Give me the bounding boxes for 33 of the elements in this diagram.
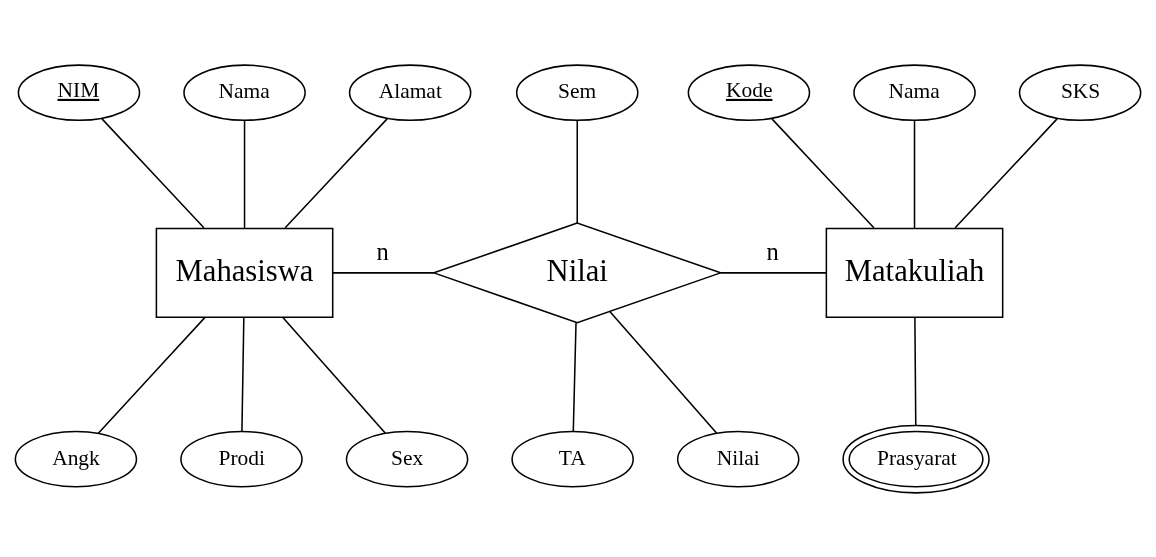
- connector: [101, 117, 205, 229]
- connector: [576, 119, 578, 224]
- node-ellipse: Nilai: [676, 430, 800, 487]
- connector: [572, 321, 577, 432]
- connector: [913, 119, 916, 229]
- node-ellipse: NIM: [17, 63, 141, 121]
- connector: [97, 316, 206, 434]
- node-ellipse: TA: [511, 430, 634, 487]
- node-ellipse: Angk: [14, 430, 138, 487]
- connector: [281, 316, 386, 434]
- connector: [332, 271, 435, 274]
- edge-label: n: [766, 237, 779, 265]
- node-ellipse: Alamat: [348, 63, 472, 121]
- node-box: Matakuliah: [825, 227, 1004, 318]
- node-ellipse: Nama: [183, 63, 306, 121]
- connector: [241, 316, 245, 432]
- node-ellipse: Nama: [853, 63, 976, 121]
- node-box: Mahasiswa: [155, 227, 334, 318]
- node-ellipse: Sem: [515, 63, 639, 121]
- connector: [914, 316, 917, 426]
- node-ellipse: Prodi: [180, 430, 303, 487]
- connector: [243, 119, 246, 229]
- node-ellipse: Prasyarat: [842, 424, 990, 494]
- edge-label: n: [376, 237, 389, 265]
- connector: [720, 271, 828, 274]
- connector: [771, 117, 875, 229]
- connector: [284, 117, 388, 229]
- node-ellipse: Kode: [687, 63, 811, 121]
- connector: [609, 310, 718, 434]
- node-ellipse: SKS: [1018, 63, 1142, 121]
- node-diamond: Nilai: [431, 221, 723, 323]
- connector: [954, 117, 1058, 229]
- node-ellipse: Sex: [345, 430, 469, 487]
